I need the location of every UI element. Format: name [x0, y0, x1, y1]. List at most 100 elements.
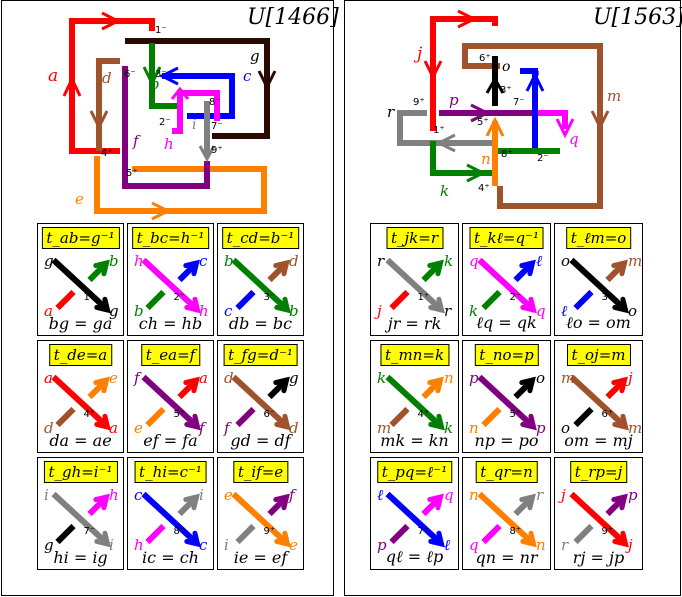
under-strand-lower [481, 523, 502, 545]
under-strand-upper [421, 261, 442, 283]
crossing-number: 3⁻ [263, 292, 276, 303]
crossing-number: 9⁺ [601, 526, 614, 537]
relation-header: t_cd=b⁻¹ [221, 227, 300, 249]
crossing-r3: 3⁺ [500, 85, 512, 96]
corner-label-tr: b [109, 252, 119, 270]
corner-label-tl: r [377, 252, 385, 270]
under-strand-arrowhead [611, 376, 628, 394]
arrow-d [89, 110, 109, 131]
under-strand-lower [573, 406, 594, 428]
corner-label-br: k [444, 419, 454, 437]
corner-label-tr: d [289, 252, 299, 270]
under-strand-arrowhead [611, 259, 628, 277]
corner-label-bl: o [561, 419, 571, 437]
right-panel: U[1563] j k ℓ m n o p q [344, 0, 682, 596]
corner-label-tl: ℓ [377, 486, 384, 504]
strand-q [533, 110, 568, 129]
relation-equation: db = bc [228, 314, 293, 333]
crossing-glyph [385, 374, 445, 431]
over-strand-arrowhead [428, 530, 445, 548]
crossing-number: 6⁻ [263, 409, 276, 420]
label-r: r [387, 103, 395, 121]
over-strand [51, 491, 108, 545]
relation-equation: ch = hb [138, 314, 203, 333]
relation-header: t_jk=r [385, 227, 444, 249]
crossing-r2: 2⁻ [537, 153, 549, 164]
label-m: m [607, 87, 621, 105]
under-strand-upper [605, 378, 626, 400]
corner-label-bl: m [377, 419, 392, 437]
crossing-glyph [477, 257, 537, 314]
relation-equation: qℓ = ℓp [385, 547, 444, 566]
relation-header: t_rp=j [569, 461, 628, 483]
corner-label-tr: q [444, 486, 454, 504]
under-strand-lower [145, 523, 166, 545]
corner-label-tr: r [536, 486, 544, 504]
relation-header: t_bc=h⁻¹ [131, 227, 210, 249]
relation-equation: ℓq = qk [476, 313, 537, 332]
over-strand-arrowhead [612, 413, 629, 431]
crossing-glyph [569, 374, 629, 431]
corner-label-tr: ℓ [536, 252, 543, 270]
label-i: i [192, 117, 196, 133]
strand-e [94, 156, 267, 214]
crossing-glyph [51, 491, 111, 548]
crossing-glyph [569, 257, 629, 314]
under-strand-lower [389, 406, 410, 428]
over-strand [477, 257, 534, 311]
corner-label-tl: h [134, 252, 144, 270]
under-strand-upper [267, 495, 288, 517]
arrow-r [435, 133, 456, 153]
relation-header: t_no=p [474, 344, 539, 366]
crossing-glyph [51, 257, 111, 314]
crossing-4: 4⁺ [101, 148, 113, 159]
under-strand-upper [87, 261, 108, 283]
under-strand-lower [389, 523, 410, 545]
over-strand-arrowhead [184, 296, 201, 314]
over-strand-arrowhead [428, 413, 445, 431]
relation-equation: qn = nr [475, 548, 538, 567]
corner-label-tr: i [199, 486, 204, 504]
relation-equation: ic = ch [142, 548, 199, 567]
label-k: k [440, 182, 449, 200]
corner-label-br: j [628, 536, 633, 554]
label-f: f [132, 132, 141, 150]
corner-label-tl: f [134, 369, 140, 387]
label-b: b [150, 75, 160, 93]
under-strand-arrowhead [273, 493, 290, 511]
over-strand-arrowhead [94, 413, 111, 431]
corner-label-tl: p [469, 369, 479, 387]
corner-label-tr: a [199, 369, 208, 387]
over-strand [569, 257, 626, 311]
label-j: j [413, 44, 423, 64]
under-strand-lower [389, 289, 410, 311]
relation-header: t_ℓm=o [565, 227, 632, 249]
corner-label-tl: d [224, 369, 234, 387]
corner-label-tl: j [561, 486, 566, 504]
under-strand-arrowhead [427, 259, 444, 277]
label-a: a [48, 66, 58, 86]
relation-equation: ie = ef [233, 548, 288, 567]
under-strand-arrowhead [519, 493, 536, 511]
crossing-number: 7⁻ [417, 526, 430, 537]
crossing-number: 2⁻ [509, 292, 522, 303]
corner-label-tr: j [628, 369, 633, 387]
under-strand-lower [481, 406, 502, 428]
corner-label-tr: m [628, 252, 643, 270]
over-strand-arrowhead [520, 296, 537, 314]
arrow-b [142, 66, 162, 87]
corner-label-bl: r [561, 536, 569, 554]
under-strand-lower [573, 523, 594, 545]
crossing-r4: 4⁺ [478, 183, 490, 194]
under-strand-upper [267, 378, 288, 400]
corner-label-br: c [199, 536, 208, 554]
over-strand-arrowhead [94, 530, 111, 548]
crossing-glyph [231, 374, 291, 431]
crossing-glyph [231, 257, 291, 314]
crossing-number: 4⁺ [417, 409, 430, 420]
corner-label-bl: g [44, 536, 54, 554]
